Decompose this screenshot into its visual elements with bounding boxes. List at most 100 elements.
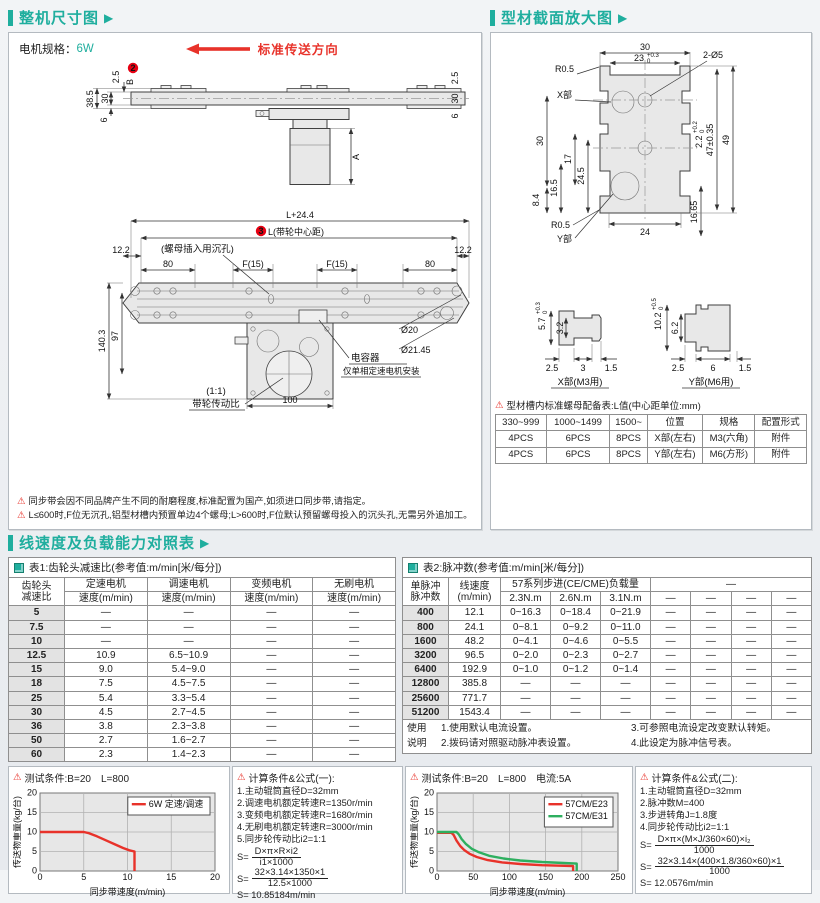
table-cell: 385.8: [448, 676, 501, 692]
table2-wrapper: 表2:脉冲数(参考值:m/min[米/每分]) 单脉冲脉冲数 线速度(m/min…: [402, 557, 813, 755]
dim-label: 2.5: [672, 363, 685, 373]
table-cell: 2.3~3.8: [146, 718, 231, 735]
table-cell: —: [690, 690, 732, 706]
dim-label: F(15): [326, 259, 348, 269]
motor-spec-row: 电机规格： 6W 标准传送方向: [11, 36, 479, 58]
table-cell: 1600: [402, 633, 449, 649]
dim-label: B: [125, 79, 135, 85]
column-header: 变频电机: [229, 576, 314, 593]
dim-label: 24: [640, 227, 650, 237]
dim-label: 12.2: [112, 245, 130, 255]
table-cell: —: [649, 704, 692, 720]
calc-item: 2.脉冲数M=400: [640, 798, 705, 809]
nut-table-title-row: ⚠ 型材槽内标准螺母配备表:L值(中心距单位:mm): [495, 398, 807, 413]
table-cell: —: [600, 704, 651, 720]
table-cell: —: [730, 633, 772, 649]
table-cell: 4.5~7.5: [146, 676, 231, 692]
table-cell: 10.9: [64, 647, 148, 664]
table-cell: 4.5: [64, 704, 148, 720]
dim-label: 80: [163, 259, 173, 269]
table-cell: —: [312, 704, 396, 720]
side-view-body: [123, 85, 469, 185]
usage-item: 2.拨码请对照驱动脉冲表设置。: [441, 737, 577, 749]
top-view-drawing: L+24.4 3 L(带轮中心距) 12.2 12.2: [97, 210, 472, 411]
table-cell: 3.3~5.4: [146, 690, 231, 706]
table-row: 10————: [8, 633, 396, 649]
top-view-body: [122, 282, 470, 400]
chart-legend: [127, 796, 211, 816]
option-badge: [127, 62, 139, 74]
option-badge: [255, 225, 267, 237]
table-cell: —: [146, 633, 231, 649]
table-cell: 9.0: [64, 662, 148, 678]
formula-numerator: D×π×R×i2: [254, 845, 299, 856]
chart-y-tick: 5: [429, 847, 434, 857]
dim-label: Y部: [557, 233, 572, 244]
column-header: 330~999: [495, 413, 547, 432]
warning-icon: ⚠: [17, 510, 26, 522]
motor-spec-label: 电机规格：: [19, 43, 77, 56]
calc-item: 5.同步轮传动比i2=1:1: [237, 834, 327, 844]
y-slot-detail: 10.2 +0.5 0 6.2 2.5 6: [652, 297, 751, 389]
calc-item: 1.主动辊筒直径D=32mm: [640, 786, 742, 797]
formula-numerator: 32×3.14×(400×1.8/360×60)×1: [657, 855, 782, 866]
table-cell: —: [312, 690, 396, 706]
column-subheader: 速度(m/min): [64, 591, 148, 607]
chart-x-tick: 150: [538, 872, 553, 882]
table-cell: 1.4~2.3: [146, 747, 231, 763]
table-cell: 6400: [402, 662, 449, 678]
table-cell: 800: [402, 619, 449, 635]
cross-section-body: [593, 60, 697, 219]
calc-panel-1: ⚠ 计算条件&公式(一): 1.主动辊筒直径D=32mm 2.调速电机额定转速R…: [232, 766, 404, 900]
column-subheader: 2.3N.m: [500, 591, 551, 607]
table-cell: —: [770, 605, 813, 621]
table-cell: —: [229, 647, 314, 664]
column-subheader: 速度(m/min): [312, 591, 396, 607]
chart-y-tick: 20: [27, 788, 37, 798]
table-bullet-icon: [408, 562, 418, 573]
table-cell: 18: [8, 676, 65, 692]
section-title: 型材截面放大图: [501, 10, 614, 27]
usage-col1: 1.使用默认电流设置。 2.拨码请对照驱动脉冲表设置。: [437, 720, 627, 753]
formula-denominator: i1×1000: [251, 856, 302, 868]
table-cell: —: [312, 747, 396, 763]
table-cell: —: [550, 704, 601, 720]
table-cell: —: [229, 605, 314, 621]
table-cell: 0~2.7: [600, 647, 651, 664]
top-view-dimensions: L+24.4 3 L(带轮中心距) 12.2 12.2: [97, 210, 472, 411]
dim-label: 30: [535, 136, 545, 146]
warning-icon: ⚠: [17, 496, 26, 508]
left-arrow-icon: [185, 43, 250, 54]
table-cell: —: [312, 718, 396, 735]
table-cell: —: [229, 733, 314, 749]
warning-icon: ⚠: [410, 772, 419, 784]
table-cell: —: [649, 619, 692, 635]
table-cell: X部(左右): [646, 430, 704, 448]
dim-label: F(15): [242, 259, 264, 269]
section-header-speed: 线速度及负载能力对照表 ▶: [8, 531, 812, 554]
warning-icon: ⚠: [237, 772, 246, 784]
warning-icon: ⚠: [13, 772, 22, 784]
dim-label: 6: [450, 113, 460, 118]
side-view-dimensions: 38.5 30 2.5 2 B 6 2.5 30 6: [85, 62, 460, 185]
table-cell: 6PCS: [545, 430, 611, 448]
column-subheader: 速度(m/min): [146, 591, 231, 607]
table-cell: —: [690, 619, 732, 635]
calc-title-text: 计算条件&公式(二):: [651, 774, 738, 786]
dim-label: 5.7: [537, 317, 547, 330]
table-cell: 0~21.9: [600, 605, 651, 621]
table-cell: 96.5: [448, 647, 501, 664]
table-cell: 4PCS: [495, 430, 547, 448]
table-cell: —: [730, 676, 772, 692]
table-cell: —: [770, 704, 813, 720]
dim-tolerance: +0.5: [652, 297, 658, 310]
table-cell: 12.1: [448, 605, 501, 621]
